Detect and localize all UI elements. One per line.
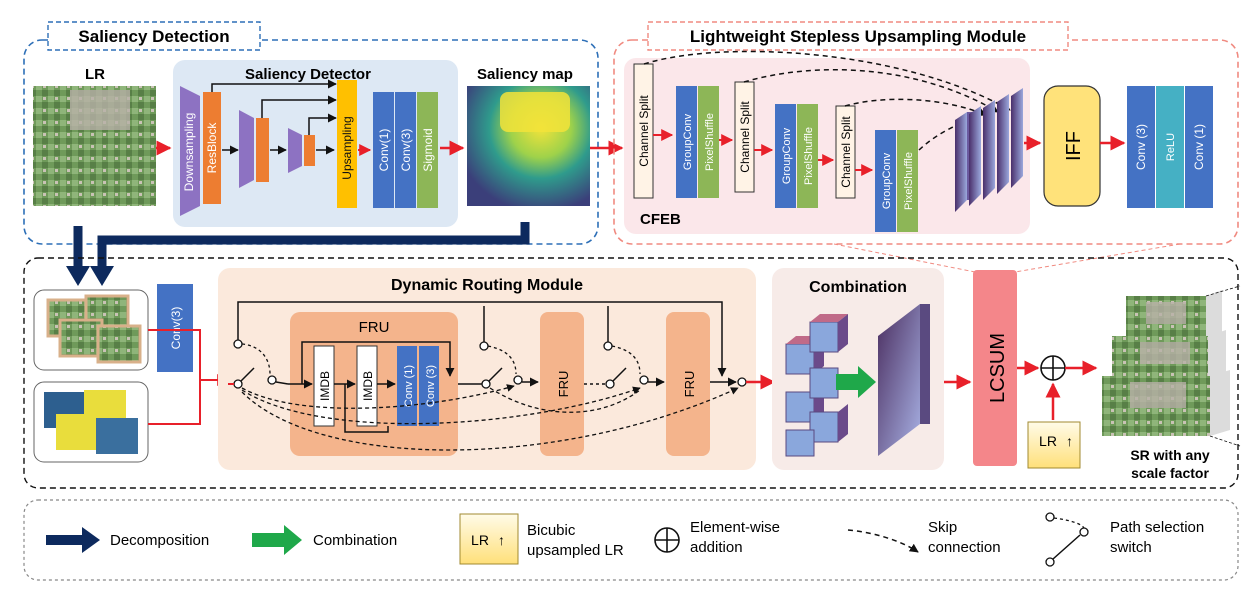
lsum-panel: Lightweight Stepless Upsampling Module C… xyxy=(613,21,1239,273)
lr-up-box xyxy=(1027,421,1081,469)
lsum-conv1: Conv (1) xyxy=(1192,124,1206,170)
saliency-detector-title: Saliency Detector xyxy=(245,66,371,83)
combination-title: Combination xyxy=(809,279,907,296)
iff-block xyxy=(1043,85,1101,207)
legend-lr-box xyxy=(459,513,519,565)
legend-decomposition: Decomposition xyxy=(110,532,209,549)
main-network-panel: Conv(3) Dynamic Routing Module FRU IMDB … xyxy=(23,257,1241,489)
legend: Decomposition Combination LR ↑ Bicubic u… xyxy=(23,499,1239,581)
legend-bicubic-2: upsampled LR xyxy=(527,542,624,559)
lr-up-label: LR xyxy=(1039,433,1057,449)
combination-legend-icon xyxy=(252,525,302,555)
groupconv-1: GroupConv xyxy=(682,113,694,170)
lsum-relu: ReLU xyxy=(1165,133,1177,161)
input-conv3: Conv(3) xyxy=(169,307,183,350)
legend-elementwise-1: Element-wise xyxy=(690,519,780,536)
groupconv-2: GroupConv xyxy=(781,127,793,184)
combination-arrow xyxy=(836,366,876,398)
groupconv-3: GroupConv xyxy=(881,152,893,209)
pixelshuffle-3: PixelShuffle xyxy=(903,152,915,210)
channel-split-1: Channel Split xyxy=(637,95,651,167)
imdb-1: IMDB xyxy=(318,371,332,401)
detector-conv1-label: Conv(1) xyxy=(377,129,391,172)
iff-label: IFF xyxy=(1063,131,1085,161)
legend-up-arrow-icon: ↑ xyxy=(498,532,505,548)
legend-bicubic-1: Bicubic xyxy=(527,522,576,539)
drm-title: Dynamic Routing Module xyxy=(391,277,583,294)
legend-elementwise-2: addition xyxy=(690,539,743,556)
legend-lr-label: LR xyxy=(471,532,489,548)
sr-label-line1: SR with any xyxy=(1130,447,1210,463)
sr-label-line2: scale factor xyxy=(1131,465,1209,481)
channel-split-2: Channel Split xyxy=(738,101,752,173)
fru-conv1: Conv (1) xyxy=(403,365,415,407)
channel-split-3: Channel Split xyxy=(839,116,853,188)
legend-switch-icon xyxy=(1045,512,1089,567)
fru-expanded-title: FRU xyxy=(359,319,390,336)
sigmoid-label: Sigmoid xyxy=(421,128,435,171)
decomposition-legend-icon xyxy=(82,527,100,553)
downsampling-label: Downsampling xyxy=(182,113,196,192)
legend-path-2: switch xyxy=(1110,539,1152,556)
legend-skip-icon xyxy=(847,529,919,553)
lsum-conv3: Conv (3) xyxy=(1134,124,1148,170)
imdb-2: IMDB xyxy=(361,371,375,401)
legend-skip-2: connection xyxy=(928,539,1001,556)
saliency-detection-title: Saliency Detection xyxy=(78,27,229,46)
lr-label: LR xyxy=(85,66,105,83)
lcsum-block xyxy=(973,270,1017,466)
cube-grid xyxy=(785,314,848,457)
legend-skip-1: Skip xyxy=(928,519,957,536)
cfeb-box xyxy=(624,58,1030,234)
saliency-map-label: Saliency map xyxy=(477,66,573,83)
pixelshuffle-1: PixelShuffle xyxy=(704,113,716,171)
fru-block-3 xyxy=(666,312,710,456)
fru-conv3: Conv (3) xyxy=(425,365,437,407)
up-arrow-icon: ↑ xyxy=(1066,433,1073,449)
upsampling-label: Upsampling xyxy=(340,116,354,179)
cfeb-label: CFEB xyxy=(640,211,681,228)
fru-3-label: FRU xyxy=(682,371,697,398)
pixelshuffle-2: PixelShuffle xyxy=(803,127,815,185)
feature-stack xyxy=(955,88,1023,212)
lcsum-label: LCSUM xyxy=(987,333,1009,403)
legend-path-1: Path selection xyxy=(1110,519,1204,536)
legend-combination: Combination xyxy=(313,532,397,549)
resblock-label: ResBlock xyxy=(205,122,219,174)
detector-conv3-label: Conv(3) xyxy=(399,129,413,172)
lsum-title: Lightweight Stepless Upsampling Module xyxy=(690,27,1026,46)
decomposition-arrows xyxy=(66,222,530,286)
sr-output-stack xyxy=(1102,285,1241,447)
saliency-detection-panel: Saliency Detection LR Saliency Detector … xyxy=(23,21,624,245)
fru-2-label: FRU xyxy=(556,371,571,398)
fru-block-2 xyxy=(540,312,584,456)
